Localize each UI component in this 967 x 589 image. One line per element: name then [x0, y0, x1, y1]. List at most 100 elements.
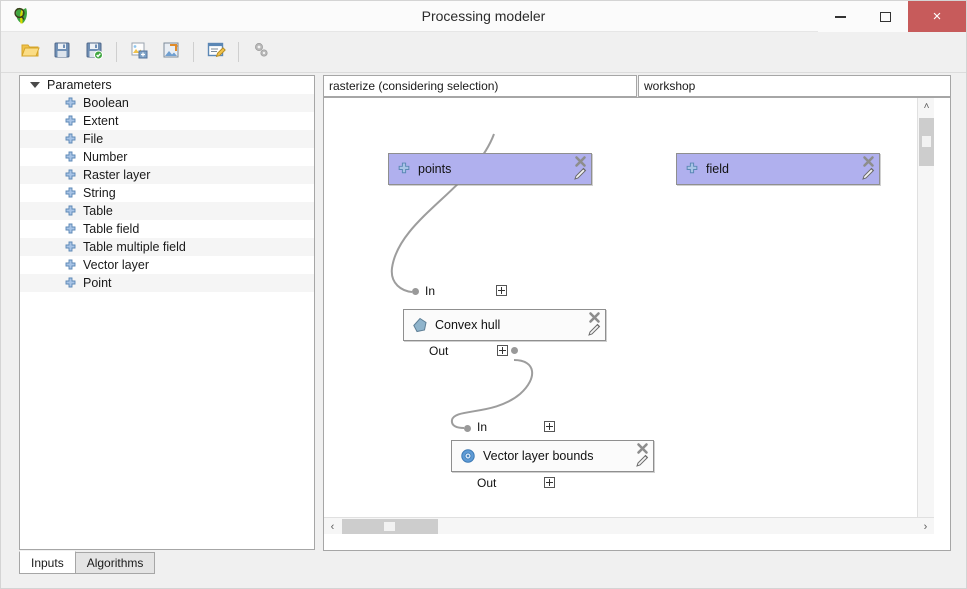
inputs-tree-panel[interactable]: Parameters Boolean Extent [19, 75, 315, 550]
tree-item-table-field[interactable]: Table field [20, 220, 314, 238]
close-button[interactable]: × [908, 1, 966, 32]
tab-label: Algorithms [86, 556, 144, 570]
export-script-icon [161, 40, 181, 65]
tree-item-file[interactable]: File [20, 130, 314, 148]
convex-hull-out-label: Out [429, 344, 449, 358]
tree-item-table-multiple-field[interactable]: Table multiple field [20, 238, 314, 256]
floppy-save-as-icon [84, 40, 104, 65]
model-name-value: rasterize (considering selection) [329, 79, 499, 93]
model-name-input[interactable]: rasterize (considering selection) [323, 75, 637, 97]
tree-item-label: String [83, 186, 116, 200]
scroll-up-icon[interactable]: ˄ [923, 101, 930, 112]
model-node-points[interactable]: points [388, 153, 592, 185]
vertical-scroll-thumb[interactable] [919, 118, 934, 166]
toolbar-separator [238, 42, 239, 62]
vector-layer-bounds-in-label: In [477, 420, 488, 434]
gear-blue-icon [460, 448, 476, 464]
save-model-button[interactable] [47, 37, 77, 67]
scroll-thumb-grip [384, 522, 395, 531]
pencil-edit-icon[interactable] [635, 453, 650, 471]
scroll-right-icon[interactable]: › [923, 520, 928, 533]
pencil-edit-icon[interactable] [573, 166, 588, 184]
tab-algorithms[interactable]: Algorithms [74, 552, 156, 574]
tree-item-point[interactable]: Point [20, 274, 314, 292]
node-label: points [418, 162, 452, 176]
tree-item-vector-layer[interactable]: Vector layer [20, 256, 314, 274]
tree-item-label: Table [83, 204, 113, 218]
save-model-as-button[interactable] [79, 37, 109, 67]
plus-parameter-icon [64, 205, 77, 218]
vector-layer-bounds-in-expand-box[interactable] [544, 421, 555, 432]
tree-item-label: Boolean [83, 96, 129, 110]
tree-item-label: File [83, 132, 104, 146]
title-bar: Processing modeler × [1, 1, 966, 32]
tree-item-label: Table field [83, 222, 140, 236]
export-image-button[interactable] [124, 37, 154, 67]
tree-root-parameters[interactable]: Parameters [20, 76, 314, 94]
tree-item-string[interactable]: String [20, 184, 314, 202]
group-name-value: workshop [644, 79, 696, 93]
tree-item-extent[interactable]: Extent [20, 112, 314, 130]
tree-item-label: Raster layer [83, 168, 151, 182]
plus-parameter-icon [685, 162, 699, 176]
plus-parameter-icon [64, 241, 77, 254]
tree-item-label: Number [83, 150, 128, 164]
model-node-field[interactable]: field [676, 153, 880, 185]
expand-triangle-icon[interactable] [30, 82, 40, 88]
floppy-save-icon [52, 40, 72, 65]
convex-hull-in-expand-box[interactable] [496, 285, 507, 296]
minimize-icon [835, 15, 846, 18]
tab-inputs[interactable]: Inputs [19, 551, 76, 574]
close-x-icon[interactable] [862, 155, 875, 171]
open-model-button[interactable] [15, 37, 45, 67]
tree-item-label: Point [83, 276, 112, 290]
convex-hull-out-expand-box[interactable] [497, 345, 508, 356]
close-x-icon[interactable] [588, 311, 601, 327]
panel-tabs: Inputs Algorithms [19, 551, 156, 574]
vector-layer-bounds-in-port[interactable] [464, 425, 471, 432]
maximize-button[interactable] [863, 1, 908, 32]
convex-hull-in-port[interactable] [412, 288, 419, 295]
export-as-script-button[interactable] [156, 37, 186, 67]
node-label: field [706, 162, 729, 176]
convex-hull-out-port[interactable] [511, 347, 518, 354]
model-node-convex-hull[interactable]: Convex hull [403, 309, 606, 341]
vector-layer-bounds-out-label: Out [477, 476, 497, 490]
scroll-thumb-grip [922, 136, 931, 147]
plus-parameter-icon [64, 151, 77, 164]
folder-open-icon [20, 40, 40, 65]
canvas-vertical-scrollbar[interactable]: ˄ ˅ [917, 98, 934, 534]
tree-item-table[interactable]: Table [20, 202, 314, 220]
run-gears-icon [251, 40, 271, 65]
canvas-horizontal-scrollbar[interactable]: ‹ › [324, 517, 934, 534]
tree-item-boolean[interactable]: Boolean [20, 94, 314, 112]
toolbar-separator [116, 42, 117, 62]
group-name-input[interactable]: workshop [638, 75, 951, 97]
model-canvas[interactable]: points field [324, 98, 934, 534]
model-node-vector-layer-bounds[interactable]: Vector layer bounds [451, 440, 654, 472]
tree-item-raster-layer[interactable]: Raster layer [20, 166, 314, 184]
edit-model-help-button[interactable] [201, 37, 231, 67]
plus-parameter-icon [64, 97, 77, 110]
node-label: Convex hull [435, 318, 501, 332]
close-x-icon[interactable] [574, 155, 587, 171]
minimize-button[interactable] [818, 1, 863, 32]
plus-parameter-icon [64, 133, 77, 146]
toolbar-separator [193, 42, 194, 62]
main-toolbar [1, 32, 966, 73]
tree-item-label: Table multiple field [83, 240, 186, 254]
horizontal-scroll-thumb[interactable] [342, 519, 438, 534]
node-label: Vector layer bounds [483, 449, 594, 463]
tree-item-label: Extent [83, 114, 119, 128]
tree-item-number[interactable]: Number [20, 148, 314, 166]
pencil-edit-icon[interactable] [861, 166, 876, 184]
qgis-leaf-icon [11, 5, 33, 27]
close-x-icon[interactable] [636, 442, 649, 458]
window-controls: × [818, 1, 966, 32]
run-model-button[interactable] [246, 37, 276, 67]
vector-layer-bounds-out-expand-box[interactable] [544, 477, 555, 488]
pencil-edit-icon[interactable] [587, 322, 602, 340]
tree-root-label: Parameters [47, 78, 112, 92]
scroll-left-icon[interactable]: ‹ [330, 520, 335, 533]
